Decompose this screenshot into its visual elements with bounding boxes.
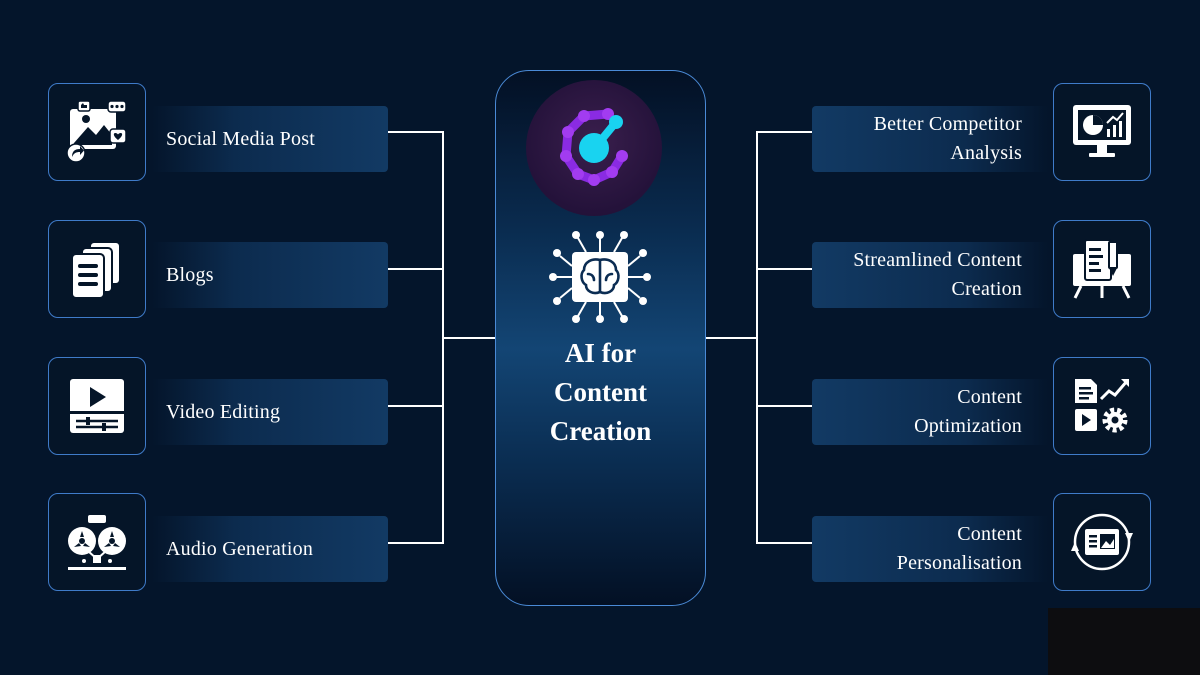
personalization-cycle-icon — [1071, 513, 1133, 571]
brand-logo-icon — [560, 108, 628, 186]
center-title-line-3: Creation — [549, 416, 652, 446]
competitor-analysis-icon-box — [1053, 83, 1151, 181]
content-personalisation-label-line-2: Personalisation — [896, 552, 1022, 574]
center-title-line-2: Content — [554, 377, 647, 407]
streamlined-creation-label-line-1: Streamlined Content — [853, 249, 1022, 271]
competitor-analysis-label-line-1: Better Competitor — [873, 113, 1022, 135]
competitor-analysis-label-line-2: Analysis — [950, 142, 1022, 164]
content-personalisation-icon-box — [1053, 493, 1151, 591]
center-title-line-1: AI for — [564, 338, 637, 368]
streamlined-creation-label-line-2: Creation — [951, 278, 1022, 300]
audio-generation-icon-box — [48, 493, 146, 591]
analytics-monitor-icon — [1073, 105, 1131, 157]
streamlined-creation-icon-box — [1053, 220, 1151, 318]
ai-chip-brain-icon — [549, 231, 651, 323]
content-optimization-icon-box — [1053, 357, 1151, 455]
reel-to-reel-audio-icon — [68, 515, 126, 570]
content-optimization-label-line-1: Content — [957, 386, 1022, 408]
streamlined-creation-label-box: Streamlined Content Creation — [812, 242, 1048, 308]
social-media-post-label: Social Media Post — [166, 127, 315, 150]
documents-icon — [71, 241, 121, 299]
blogs-icon-box — [48, 220, 146, 318]
connector-right-trunk — [756, 131, 758, 544]
content-personalisation-label-line-1: Content — [957, 523, 1022, 545]
competitor-analysis-label-box: Better Competitor Analysis — [812, 106, 1048, 172]
content-optimization-label-box: Content Optimization — [812, 379, 1048, 445]
video-editing-label-box: Video Editing — [152, 379, 388, 445]
blogs-label-box: Blogs — [152, 242, 388, 308]
connector-right-4 — [756, 542, 813, 544]
connector-right-3 — [756, 405, 813, 407]
social-media-icon — [66, 100, 127, 163]
video-editing-label: Video Editing — [166, 400, 281, 423]
connector-right-2 — [756, 268, 813, 270]
audio-generation-label-box: Audio Generation — [152, 516, 388, 582]
connector-left-2 — [388, 268, 444, 270]
content-personalisation-label-box: Content Personalisation — [812, 516, 1048, 582]
content-optimization-icon — [1075, 379, 1129, 433]
connector-left-3 — [388, 405, 444, 407]
blogs-label: Blogs — [166, 263, 214, 286]
video-editing-icon-box — [48, 357, 146, 455]
connector-right-1 — [756, 131, 813, 133]
connector-right-to-center — [706, 337, 758, 339]
center-title: AI for Content Creation — [500, 334, 701, 451]
connector-left-4 — [388, 542, 444, 544]
brand-logo — [526, 80, 662, 216]
audio-generation-label: Audio Generation — [166, 537, 314, 560]
connector-left-to-center — [442, 337, 495, 339]
presentation-board-icon — [1073, 239, 1131, 299]
social-media-icon-box — [48, 83, 146, 181]
social-media-post-label-box: Social Media Post — [152, 106, 388, 172]
video-editing-icon — [70, 379, 124, 433]
connector-left-1 — [388, 131, 444, 133]
content-optimization-label-line-2: Optimization — [914, 415, 1022, 437]
corner-shape — [1048, 608, 1200, 675]
